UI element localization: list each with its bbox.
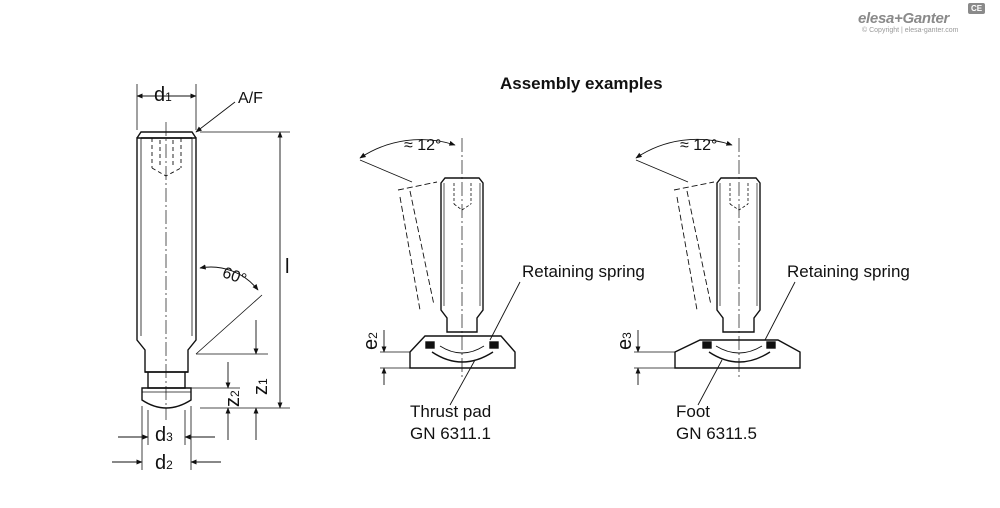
brand-logo: elesa+Ganter	[858, 10, 950, 27]
page-title: Assembly examples	[500, 74, 663, 93]
dim-e2: e2	[360, 332, 382, 350]
retaining-spring-label-1: Retaining spring	[522, 262, 645, 281]
dim-d1: d1	[154, 84, 172, 106]
ce-mark-icon: CE	[968, 3, 985, 14]
assembly-example-foot	[634, 138, 801, 406]
dim-e3: e3	[614, 332, 636, 350]
dim-z1: z1	[250, 378, 272, 395]
retaining-spring-label-2: Retaining spring	[787, 262, 910, 281]
thrust-pad-label: Thrust pad	[410, 402, 492, 421]
set-screw-drawing	[136, 122, 197, 420]
dim-d3: d3	[155, 424, 173, 446]
thrust-pad-code: GN 6311.1	[410, 424, 491, 443]
dim-l: l	[285, 256, 290, 278]
dim-d2: d2	[155, 452, 173, 474]
copyright-text: © Copyright | elesa-ganter.com	[862, 27, 959, 34]
assembly-example-thrust-pad	[359, 138, 521, 406]
tilt-angle-2: ≈ 12°	[680, 137, 718, 154]
dim-z2: z2	[222, 390, 244, 407]
foot-label: Foot	[676, 402, 711, 421]
foot-code: GN 6311.5	[676, 424, 757, 443]
tilt-angle-1: ≈ 12°	[404, 137, 442, 154]
dim-af: A/F	[238, 90, 263, 107]
